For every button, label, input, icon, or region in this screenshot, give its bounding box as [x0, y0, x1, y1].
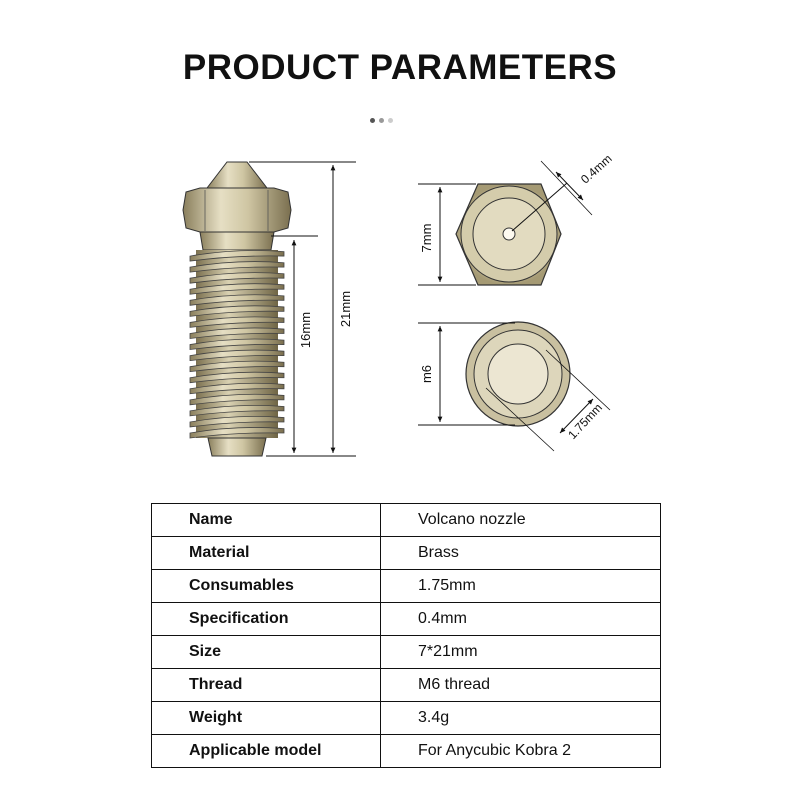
table-row: Weight 3.4g	[151, 701, 661, 735]
length-dimension: 21mm	[249, 161, 356, 457]
spec-value: 3.4g	[380, 701, 661, 735]
table-row: Size 7*21mm	[151, 635, 661, 669]
thread-size-label: m6	[419, 365, 434, 383]
dot-3	[388, 118, 393, 123]
spec-value: 0.4mm	[380, 602, 661, 636]
table-row: Specification 0.4mm	[151, 602, 661, 636]
spec-table: Name Volcano nozzle Material Brass Consu…	[151, 503, 661, 768]
spec-label: Applicable model	[151, 734, 381, 768]
dot-2	[379, 118, 384, 123]
spec-value: Volcano nozzle	[380, 503, 661, 537]
hex-top-view: 0.4mm	[455, 152, 615, 286]
thread-ridge	[189, 250, 285, 262]
spec-value: Brass	[380, 536, 661, 570]
thread-ridge	[189, 283, 285, 295]
spec-value: M6 thread	[380, 668, 661, 702]
page-title: PRODUCT PARAMETERS	[182, 48, 618, 87]
length-label: 21mm	[338, 291, 353, 327]
pagination-dots	[370, 118, 393, 123]
thread-length-label: 16mm	[298, 312, 313, 348]
thread-ridge	[189, 404, 285, 417]
table-row: Consumables 1.75mm	[151, 569, 661, 603]
table-row: Thread M6 thread	[151, 668, 661, 702]
thread-length-dimension: 16mm	[271, 235, 318, 453]
thread-ridge	[189, 382, 285, 395]
spec-value: 7*21mm	[380, 635, 661, 669]
bottom-view: 1.75mm	[465, 321, 611, 452]
thread-ridge	[189, 294, 285, 306]
thread-ridge	[189, 272, 285, 284]
thread-ridge	[189, 261, 285, 273]
spec-value: For Anycubic Kobra 2	[380, 734, 661, 768]
spec-label: Specification	[151, 602, 381, 636]
nozzle-diagram: 21mm 16mm 0.4mm 7mm 1.75mm m6	[182, 152, 615, 457]
spec-label: Material	[151, 536, 381, 570]
thread-ridge	[189, 360, 285, 373]
table-row: Applicable model For Anycubic Kobra 2	[151, 734, 661, 768]
thread-ridge	[189, 393, 285, 406]
thread-section	[189, 250, 285, 439]
hex-size-label: 7mm	[419, 224, 434, 253]
spec-label: Name	[151, 503, 381, 537]
nozzle-tip	[205, 161, 269, 189]
nozzle-side-view	[182, 161, 292, 457]
table-row: Material Brass	[151, 536, 661, 570]
hex-size-dimension: 7mm	[418, 183, 476, 286]
spec-value: 1.75mm	[380, 569, 661, 603]
nozzle-bottom	[207, 437, 267, 457]
table-row: Name Volcano nozzle	[151, 503, 661, 537]
thread-ridge	[189, 316, 285, 328]
thread-ridge	[189, 349, 285, 362]
thread-ridge	[189, 327, 285, 339]
spec-label: Weight	[151, 701, 381, 735]
thread-ridge	[189, 338, 285, 350]
spec-label: Size	[151, 635, 381, 669]
hex-body	[182, 187, 292, 233]
thread-ridge	[189, 371, 285, 384]
thread-ridge	[189, 427, 285, 439]
thread-size-dimension: m6	[418, 322, 515, 426]
thread-ridge	[189, 305, 285, 317]
thread-ridge	[189, 416, 285, 428]
dot-1	[370, 118, 375, 123]
spec-label: Thread	[151, 668, 381, 702]
nozzle-diameter-label: 0.4mm	[578, 152, 615, 187]
spec-label: Consumables	[151, 569, 381, 603]
